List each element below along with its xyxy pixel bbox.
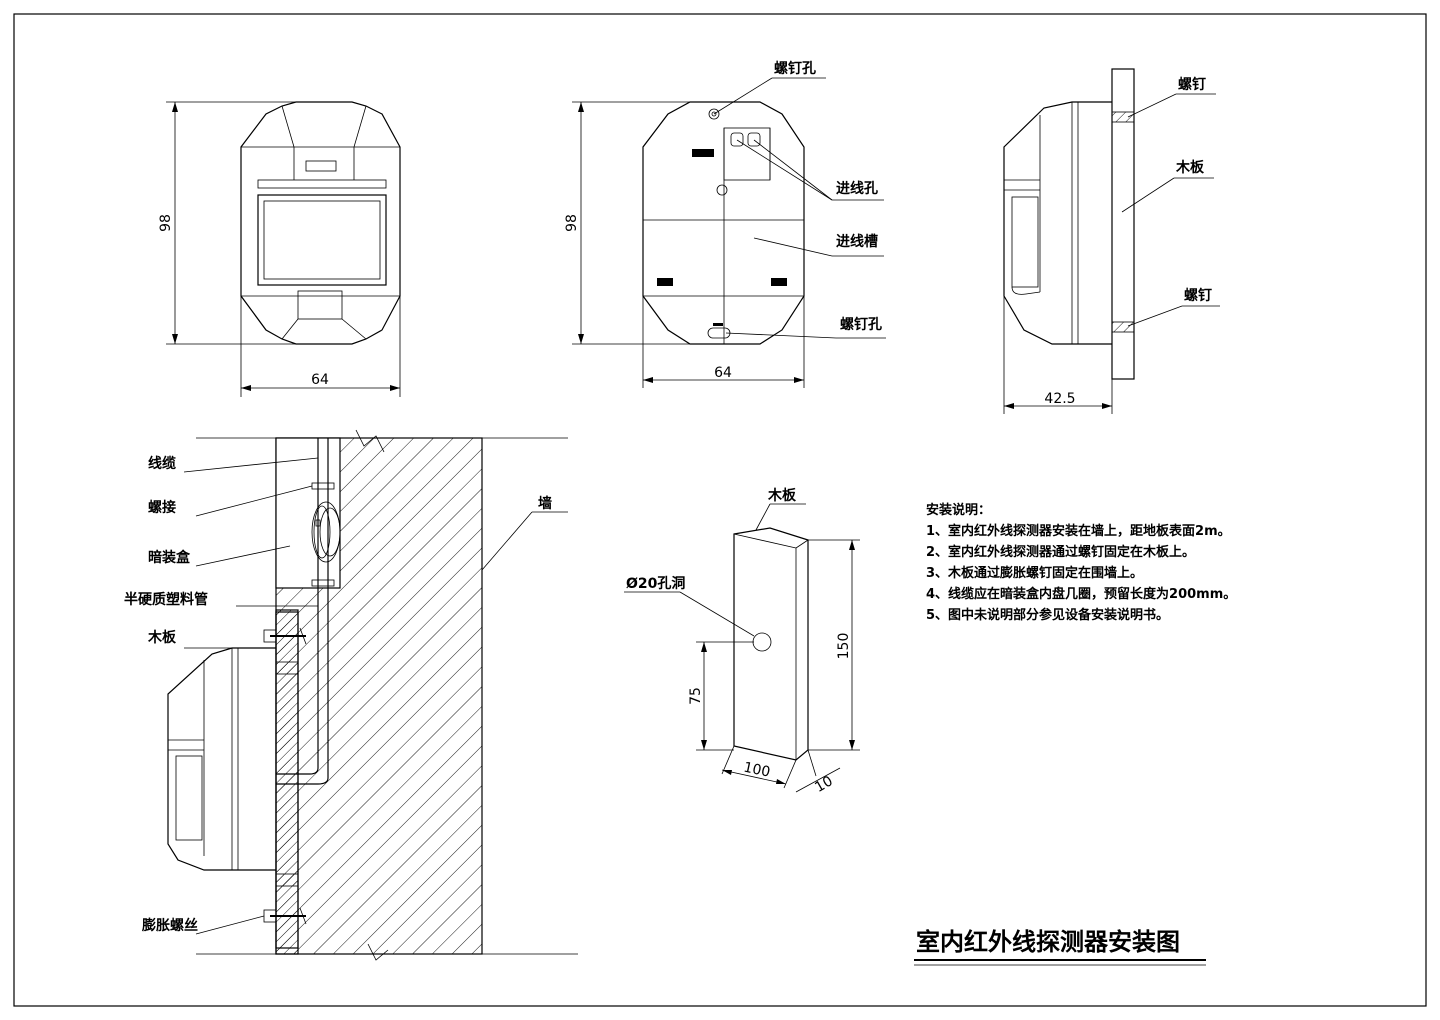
back-dim-width: 64 — [714, 365, 732, 381]
note-item: 4、线缆应在暗装盒内盘几圈，预留长度为200mm。 — [926, 586, 1236, 602]
label-conduit: 半硬质塑料管 — [124, 591, 208, 608]
side-view: 42.5 螺钉 木板 螺钉 — [1003, 68, 1220, 414]
note-item: 1、室内红外线探测器安装在墙上，距地板表面2m。 — [926, 523, 1231, 539]
label-section-board: 木板 — [147, 629, 177, 646]
board-dim-thickness: 10 — [812, 773, 835, 796]
front-dim-height: 98 — [158, 214, 174, 232]
back-view: 98 64 螺钉孔 进线孔 进线槽 螺钉孔 — [564, 60, 886, 388]
board-dim-hole-height: 75 — [688, 687, 704, 705]
board-dim-width: 100 — [742, 759, 771, 780]
label-side-screw-bottom: 螺钉 — [1184, 287, 1212, 304]
back-dim-height: 98 — [564, 214, 580, 232]
board-hole — [752, 632, 772, 652]
notes-heading: 安装说明： — [926, 502, 991, 518]
front-dim-width: 64 — [311, 372, 329, 388]
drawing-frame — [13, 13, 1427, 1007]
label-inlet-slot: 进线槽 — [836, 233, 878, 250]
label-screw-hole-top: 螺钉孔 — [774, 60, 816, 77]
board-dim-height: 150 — [836, 633, 852, 660]
label-side-screw-top: 螺钉 — [1178, 76, 1206, 93]
label-hole: Ø20孔洞 — [626, 576, 685, 592]
label-screw-hole-bottom: 螺钉孔 — [840, 316, 882, 333]
label-concealed-box: 暗装盒 — [148, 549, 191, 566]
label-board: 木板 — [767, 487, 797, 504]
label-expansion-screw: 膨胀螺丝 — [142, 917, 198, 934]
label-wall: 墙 — [538, 495, 552, 512]
board-view: 木板 Ø20孔洞 150 75 100 10 — [624, 487, 860, 796]
label-cable: 线缆 — [148, 455, 176, 472]
installation-notes: 安装说明： 1、室内红外线探测器安装在墙上，距地板表面2m。 2、室内红外线探测… — [926, 502, 1236, 623]
front-view-body — [240, 101, 401, 345]
section-view: 线缆 螺接 暗装盒 半硬质塑料管 木板 膨胀螺丝 墙 — [124, 429, 578, 961]
label-inlet-hole: 进线孔 — [836, 180, 878, 197]
drawing-title: 室内红外线探测器安装图 — [916, 928, 1180, 956]
note-item: 3、木板通过膨胀螺钉固定在围墙上。 — [926, 565, 1143, 581]
side-view-board — [1111, 68, 1135, 380]
label-connector: 螺接 — [148, 499, 176, 516]
note-item: 5、图中未说明部分参见设备安装说明书。 — [926, 607, 1169, 623]
front-view: 98 64 — [158, 101, 401, 397]
back-view-body — [642, 101, 805, 345]
label-side-board: 木板 — [1175, 159, 1205, 176]
side-dim-depth: 42.5 — [1044, 391, 1075, 407]
note-item: 2、室内红外线探测器通过螺钉固定在木板上。 — [926, 544, 1195, 560]
